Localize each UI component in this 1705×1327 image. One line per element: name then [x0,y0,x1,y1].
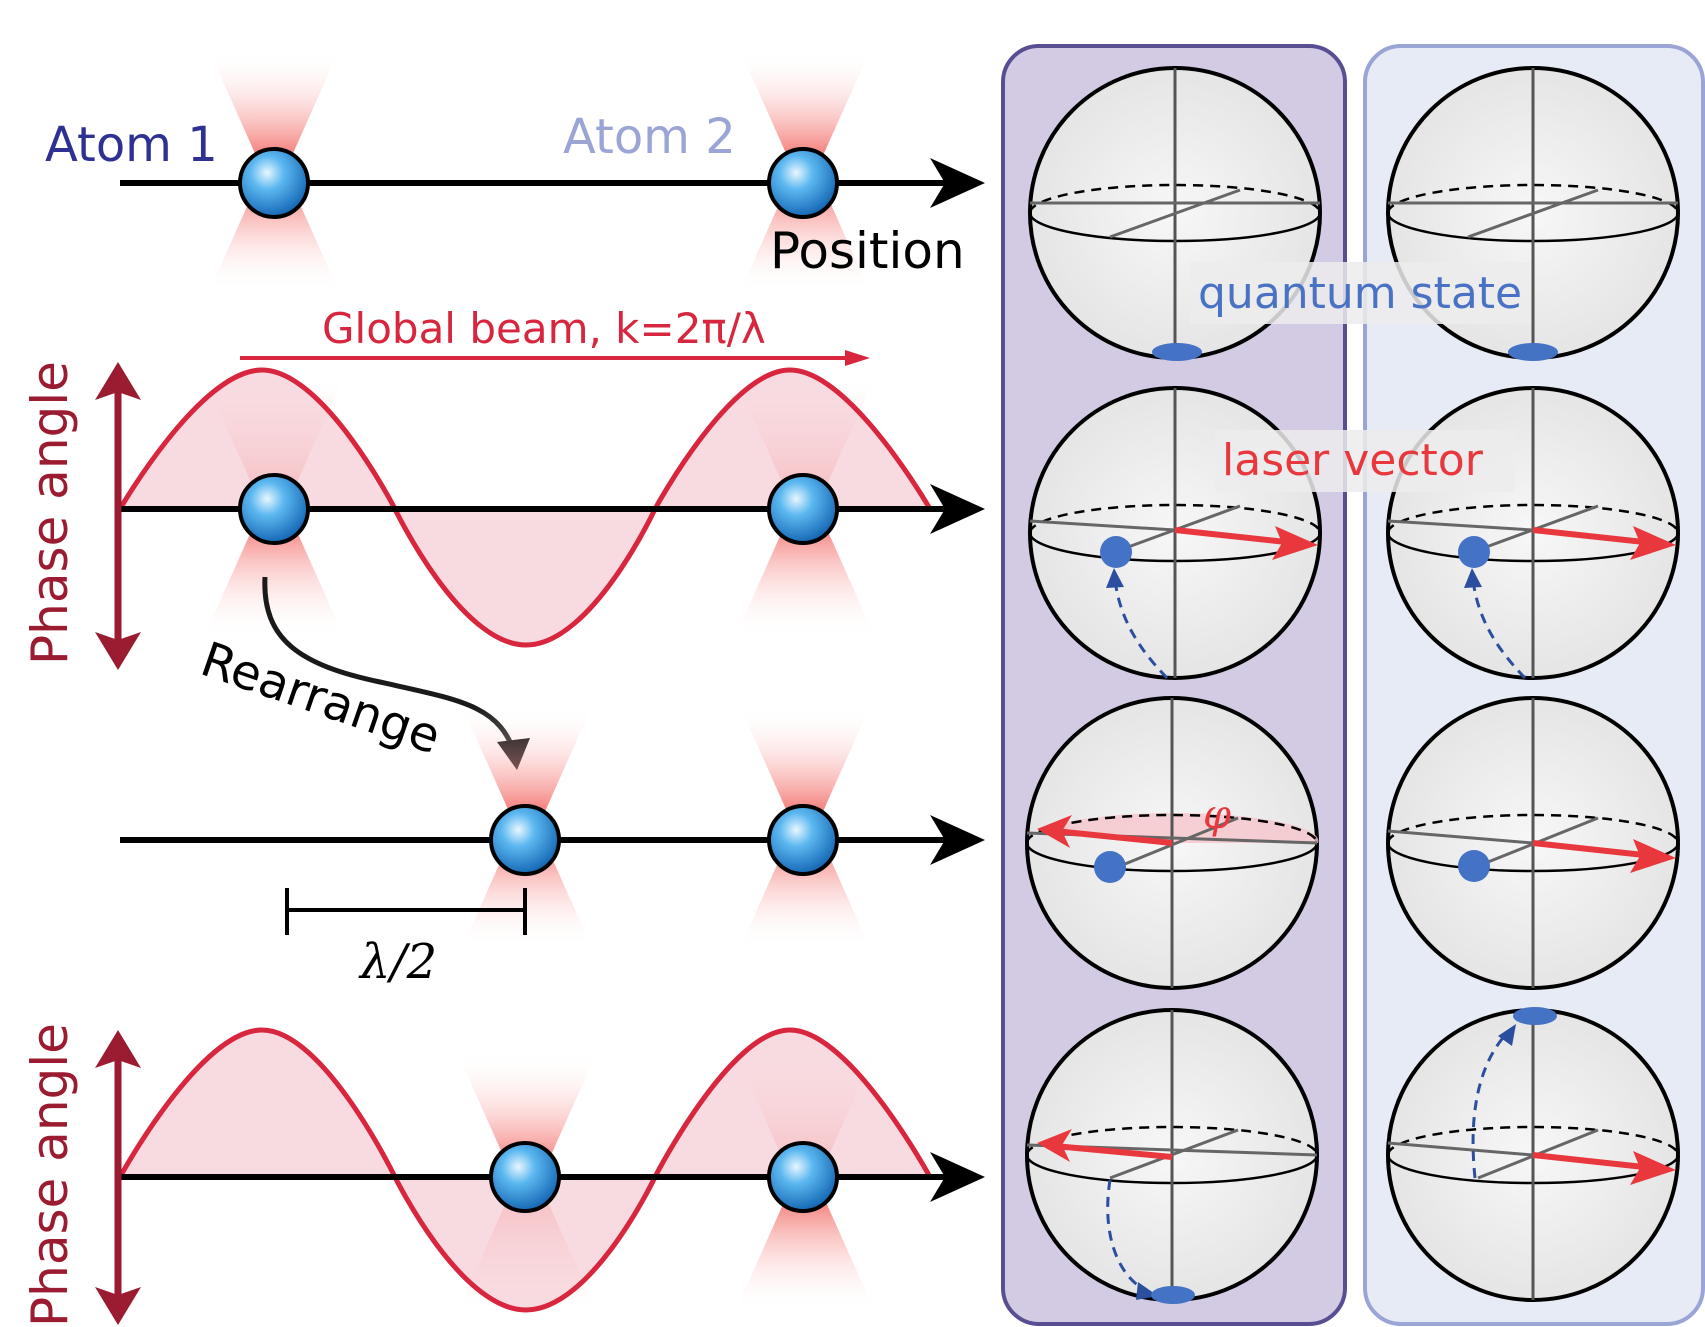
phase-axis-arrowhead-down-row2 [95,632,141,670]
row-2-phase: Global beam, k=2π/λ Phase angle [21,304,985,670]
position-axis-arrowhead-row3 [930,815,985,865]
quantum-state-dot [1458,850,1490,882]
quantum-state-dot [1513,1007,1557,1025]
wave-curve-row4 [117,1027,933,1313]
state-rotation-arrowhead [1106,568,1124,588]
position-axis-arrowhead-row1 [930,158,985,208]
equator-back [1386,813,1680,844]
quantum-state-dot [1508,343,1558,361]
atom-2-row4 [767,1141,839,1213]
state-rotation-arrowhead [1464,568,1482,588]
phase-axis-arrowhead-up-row4 [95,1030,141,1068]
position-axis-label: Position [770,222,965,280]
laser-vector-arrowhead [1630,1151,1676,1185]
laser-vector-arrow [1054,1143,1173,1160]
laser-vector-arrow [1532,840,1654,859]
row-4-phase: Phase angle [21,1023,985,1327]
laser-vector-arrow [1532,527,1654,546]
quantum-state-label: quantum state [1198,268,1522,319]
x-axis [1387,1141,1534,1157]
laser-vector-arrow [1532,1152,1654,1171]
laser-vector-arrowhead [1630,526,1676,560]
quantum-state-dot [1458,536,1490,568]
wave-fill-row4 [120,1030,930,1310]
quantum-state-dot [1100,536,1132,568]
atom-2-row2 [767,473,839,545]
equator-back [1386,1125,1680,1156]
atom-1-label: Atom 1 [45,117,218,173]
phase-axis-arrowhead-down-row4 [95,1287,141,1325]
bloch-sphere-p2-s4 [1386,1007,1680,1302]
position-axis-arrowhead-row4 [930,1152,985,1202]
row-3-atoms: λ/2 [120,706,985,990]
atom-1-row2 [238,473,310,545]
quantum-state-label-bg [1190,262,1530,324]
atom-2-row3 [767,804,839,876]
quantum-state-dot [1151,1286,1195,1304]
quantum-state-dot [1094,851,1126,883]
y-axis [1109,1128,1239,1180]
position-axis-arrowhead-row2 [930,484,985,534]
atom-1-row3 [489,804,561,876]
global-beam-label: Global beam, k=2π/λ [322,304,766,353]
x-axis [1387,829,1534,845]
laser-vector-arrowhead [1630,839,1676,873]
y-axis [1119,816,1239,868]
equator-back [1386,503,1680,534]
laser-vector-arrowhead [1037,1129,1072,1162]
state-rotation-path [1471,1028,1512,1179]
state-rotation-arrowhead [1498,1024,1516,1046]
bloch-sphere-p2-s3 [1386,696,1680,990]
row-1-atoms: Atom 1 Atom 2 Position [45,50,985,292]
bloch-sphere-p1-s4 [1025,1008,1319,1304]
state-rotation-path [1471,579,1527,680]
atom-2-row1 [767,147,839,219]
state-rotation-path [1113,579,1169,680]
y-axis [1467,188,1599,239]
bloch-sphere-p1-s3: φ [1025,696,1319,990]
atom-1-bloch-panel [1001,44,1347,1326]
x-axis [1387,519,1534,532]
state-rotation-path [1106,1179,1149,1294]
equator-back [1386,183,1680,214]
equator-back [1028,503,1322,534]
phase-phi-label: φ [1203,792,1231,838]
rearrange-label: Rearrange [194,631,447,765]
wave-fill-row2 [120,370,930,645]
phase-angle-label-2: Phase angle [21,1023,79,1327]
laser-vector-arrowhead [1037,815,1072,848]
equator-back [1028,183,1322,214]
half-wavelength-label: λ/2 [358,934,437,990]
laser-vector-arrow [1174,527,1296,546]
quantum-state-dot [1152,343,1202,361]
atom-1-row1 [238,147,310,219]
laser-vector-arrow [1054,828,1173,846]
x-axis [1029,519,1176,532]
laser-vector-label-bg [1215,430,1515,492]
global-beam-arrowhead [845,350,870,366]
wave-curve-row2 [117,367,933,648]
phase-axis-arrowhead-up-row2 [95,362,141,400]
atom-1-row4 [489,1141,561,1213]
atom-2-bloch-panel [1363,44,1705,1326]
atom-2-label: Atom 2 [563,109,736,165]
y-axis [1109,188,1241,239]
phase-angle-label-1: Phase angle [21,361,79,665]
laser-vector-label: laser vector [1222,435,1484,486]
laser-vector-arrowhead [1272,526,1318,560]
